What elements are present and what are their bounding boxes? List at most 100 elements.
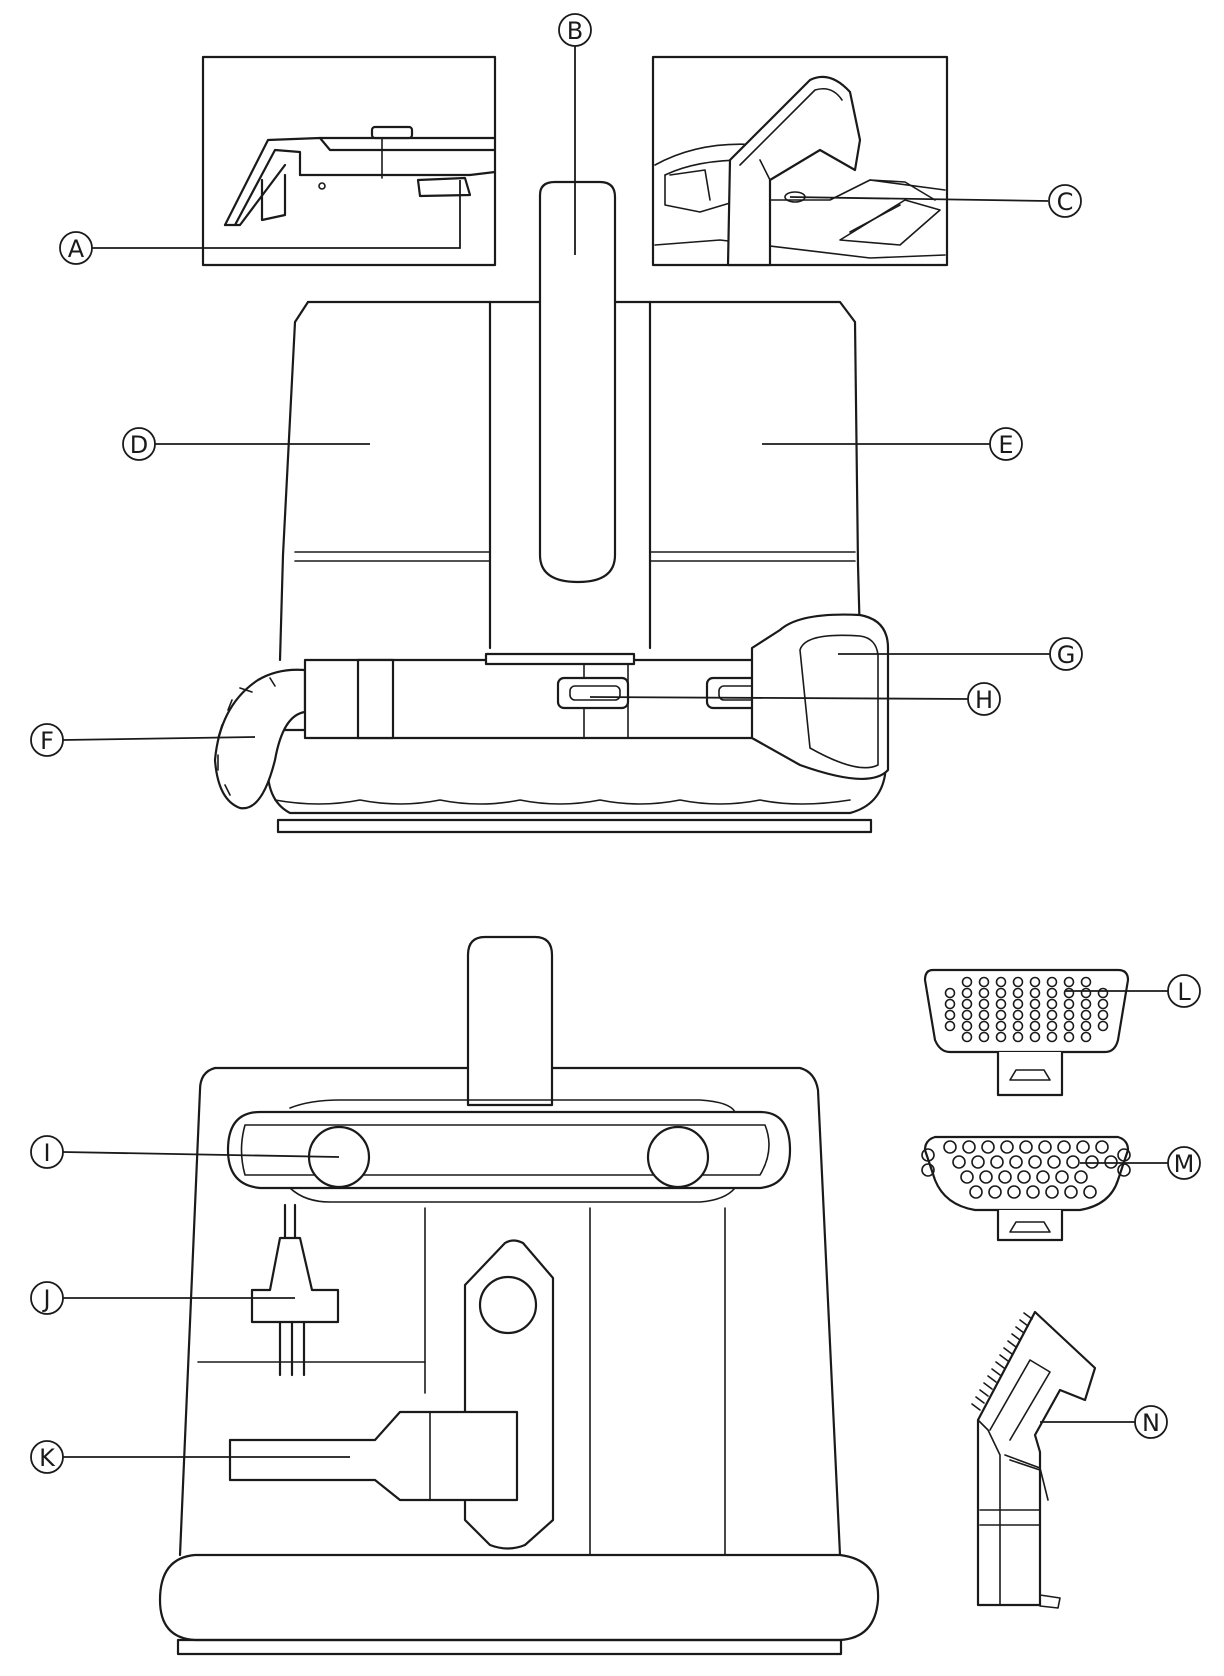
bristle-dot: [1066, 1155, 1080, 1169]
bristle-line: [995, 1361, 1005, 1369]
bristle-dot: [1057, 1140, 1071, 1154]
bristle-dot: [971, 1155, 985, 1169]
callout-n: N: [1134, 1405, 1168, 1439]
bristle-dot: [1046, 987, 1058, 999]
bristle-dot: [1046, 998, 1058, 1010]
bristle-dot: [1017, 1170, 1031, 1184]
bristle-dot: [998, 1170, 1012, 1184]
bristle-dot: [960, 1170, 974, 1184]
bristle-dot: [1083, 1185, 1097, 1199]
bristle-dot: [1029, 998, 1041, 1010]
bristle-dot: [1064, 1185, 1078, 1199]
callout-h: H: [967, 682, 1001, 716]
bristle-dot: [961, 1020, 973, 1032]
bristle-dot: [995, 987, 1007, 999]
callout-l: L: [1167, 974, 1201, 1008]
bristle-dot: [944, 1020, 956, 1032]
callout-label-a: A: [68, 235, 85, 263]
callout-label-k: K: [39, 1444, 56, 1472]
bristle-dot: [1019, 1140, 1033, 1154]
bristle-dot: [978, 1009, 990, 1021]
bristle-dot: [1063, 987, 1075, 999]
bristle-dot: [1029, 976, 1041, 988]
bristle-dot: [1080, 1020, 1092, 1032]
bristle-dot: [969, 1185, 983, 1199]
callout-label-d: D: [130, 431, 148, 459]
inset-c-handle: [651, 55, 949, 267]
callout-label-c: C: [1057, 188, 1074, 216]
bristle-dot: [1029, 1020, 1041, 1032]
bristle-dot: [1012, 1009, 1024, 1021]
bristle-line: [1007, 1340, 1017, 1348]
back-view-unit: [158, 935, 880, 1656]
bristle-dot: [961, 987, 973, 999]
bristle-dot: [995, 998, 1007, 1010]
bristle-dot: [1038, 1140, 1052, 1154]
callout-m: M: [1167, 1146, 1201, 1180]
bristle-line: [991, 1368, 1001, 1376]
front-view-unit: [213, 180, 890, 834]
bristle-dot: [1029, 1031, 1041, 1043]
bristle-dot: [952, 1155, 966, 1169]
bristle-dot: [1046, 1009, 1058, 1021]
bristle-dot: [944, 987, 956, 999]
bristle-dot: [1046, 1020, 1058, 1032]
bristle-dot: [1074, 1170, 1088, 1184]
bristle-dot: [1036, 1170, 1050, 1184]
bristle-dot: [1097, 998, 1109, 1010]
callout-label-m: M: [1174, 1150, 1195, 1178]
callout-label-l: L: [1177, 978, 1191, 1006]
bristle-line: [999, 1354, 1009, 1362]
bristle-line: [1023, 1312, 1033, 1320]
bristle-dot: [995, 1009, 1007, 1021]
bristle-dot: [995, 1031, 1007, 1043]
bristle-dot: [944, 1009, 956, 1021]
bristle-dot: [1012, 998, 1024, 1010]
callout-d: D: [122, 427, 156, 461]
bristle-dot: [1055, 1170, 1069, 1184]
callouts: A B C D E F G H: [30, 13, 1201, 1474]
bristle-line: [979, 1389, 989, 1397]
callout-label-b: B: [567, 17, 583, 45]
callout-i: I: [30, 1135, 64, 1169]
bristle-dot: [978, 1020, 990, 1032]
bristle-dot: [1063, 976, 1075, 988]
bristle-dot: [990, 1155, 1004, 1169]
bristle-dot: [1080, 1009, 1092, 1021]
bristle-dot: [988, 1185, 1002, 1199]
bristle-dot: [978, 1031, 990, 1043]
bristle-dot: [1012, 976, 1024, 988]
bristle-dot: [961, 1009, 973, 1021]
bristle-dot: [1080, 998, 1092, 1010]
bristle-dot: [1080, 1031, 1092, 1043]
bristle-dot: [943, 1140, 957, 1154]
callout-a: A: [59, 231, 93, 265]
bristle-dot: [961, 976, 973, 988]
bristle-dot: [1063, 998, 1075, 1010]
bristle-dot: [1028, 1155, 1042, 1169]
accessory-m-brush: [921, 1135, 1131, 1242]
bristle-dot: [1012, 987, 1024, 999]
bristle-line: [983, 1382, 993, 1390]
bristle-dot: [1063, 1009, 1075, 1021]
callout-label-n: N: [1142, 1409, 1160, 1437]
callout-g: G: [1049, 637, 1083, 671]
callout-f: F: [30, 723, 64, 757]
bristle-dot: [995, 1020, 1007, 1032]
bristle-line: [1003, 1347, 1013, 1355]
bristle-dot: [962, 1140, 976, 1154]
bristle-dot: [961, 998, 973, 1010]
bristle-line: [975, 1396, 985, 1404]
bristle-dot: [1026, 1185, 1040, 1199]
callout-label-e: E: [998, 431, 1013, 459]
bristle-dot: [1080, 987, 1092, 999]
callout-label-h: H: [975, 686, 993, 714]
bristle-line: [987, 1375, 997, 1383]
bristle-line: [1015, 1326, 1025, 1334]
bristle-dot: [1047, 1155, 1061, 1169]
bristle-dot: [1029, 987, 1041, 999]
callout-k: K: [30, 1440, 64, 1474]
bristle-dot: [1095, 1140, 1109, 1154]
bristle-line: [1011, 1333, 1021, 1341]
